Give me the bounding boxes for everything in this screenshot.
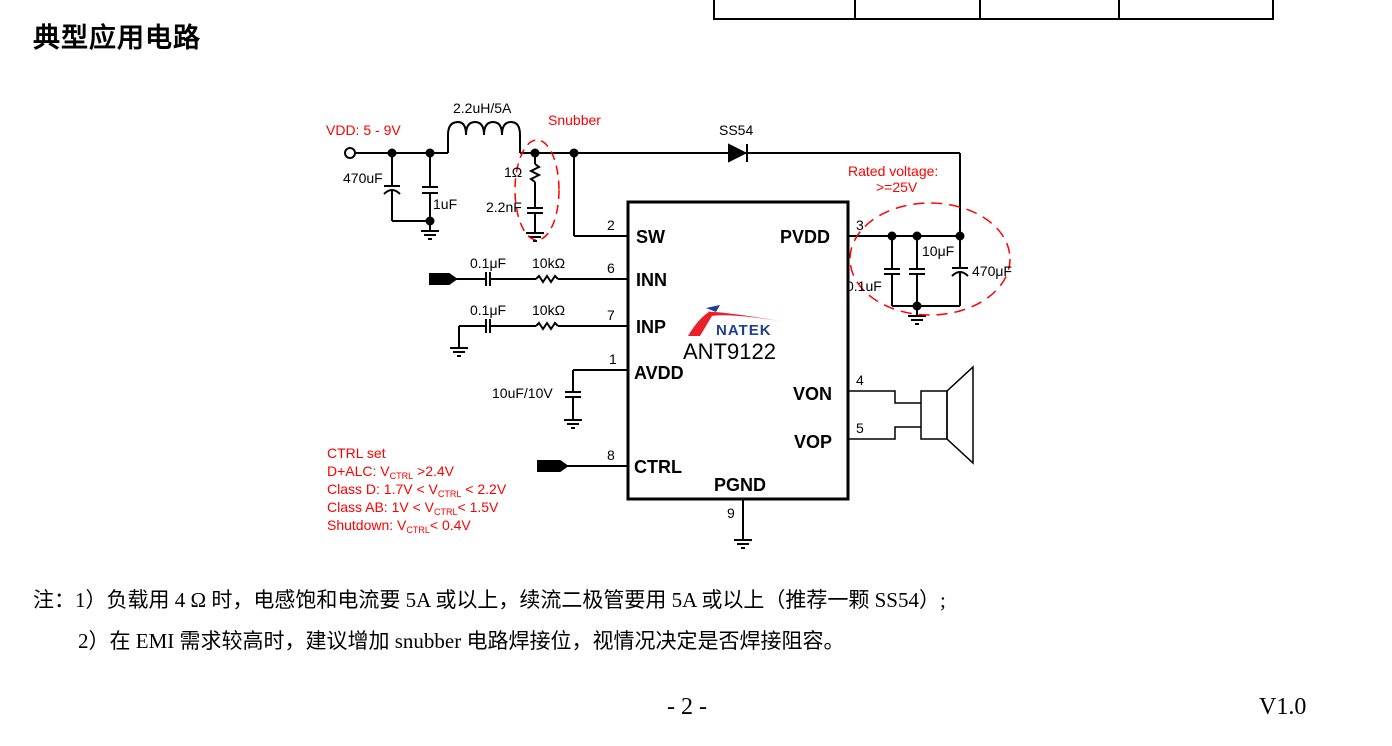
ctrl-setting-row: Class AB: 1V < VCTRL< 1.5V bbox=[327, 499, 499, 517]
input-cap-electrolytic-label: 470uF bbox=[343, 170, 383, 186]
ctrl-row-suffix: >2.4V bbox=[413, 463, 455, 479]
ground-icon bbox=[564, 419, 582, 429]
inp-res-label: 10kΩ bbox=[532, 302, 565, 318]
snubber-highlight bbox=[514, 139, 560, 241]
note-1: 注：1）负载用 4 Ω 时，电感饱和电流要 5A 或以上，续流二极管要用 5A … bbox=[33, 588, 946, 612]
ctrl-setting-row: D+ALC: VCTRL >2.4V bbox=[327, 463, 455, 481]
pin-name-vop: VOP bbox=[794, 432, 832, 452]
ctrl-row-suffix: < 2.2V bbox=[461, 481, 506, 497]
pin-name-avdd: AVDD bbox=[634, 363, 684, 383]
ctrl-row-subscript: CTRL bbox=[434, 507, 458, 517]
schottky-diode bbox=[728, 143, 748, 163]
application-circuit-schematic: VDD: 5 - 9V 470uF 1uF 2.2uH/5A Snubber 1… bbox=[326, 100, 1012, 549]
pin-number-inp: 7 bbox=[607, 307, 615, 323]
inp-resistor bbox=[535, 321, 559, 331]
table-cell bbox=[715, 0, 856, 18]
pin-number-von: 4 bbox=[856, 372, 864, 388]
avdd-cap-label: 10uF/10V bbox=[492, 385, 553, 401]
ground-icon bbox=[908, 315, 926, 325]
pvdd-cap1-label: 0.1uF bbox=[846, 278, 882, 294]
section-title: 典型应用电路 bbox=[33, 23, 201, 54]
inp-cap-label: 0.1μF bbox=[470, 302, 506, 318]
ctrl-row-prefix: Shutdown: V bbox=[327, 517, 407, 533]
junction-dot bbox=[425, 216, 435, 226]
vdd-input-terminal bbox=[344, 147, 356, 159]
ctrl-setting-row: Class D: 1.7V < VCTRL < 2.2V bbox=[327, 481, 507, 499]
inn-cap-label: 0.1μF bbox=[470, 255, 506, 271]
ctrl-setting-row: Shutdown: VCTRL< 0.4V bbox=[327, 517, 471, 535]
input-electrolytic-capacitor bbox=[383, 153, 430, 222]
ctrl-row-prefix: Class D: 1.7V < V bbox=[327, 481, 439, 497]
logo-brand-text: NATEK bbox=[716, 322, 772, 339]
pvdd-cap3-label: 470μF bbox=[972, 263, 1012, 279]
pin-name-inn: INN bbox=[636, 270, 667, 290]
supply-label: VDD: 5 - 9V bbox=[326, 122, 401, 138]
pin-name-sw: SW bbox=[636, 227, 665, 247]
snubber-capacitor bbox=[527, 207, 543, 233]
note-2: 2）在 EMI 需求较高时，建议增加 snubber 电路焊接位，视情况决定是否… bbox=[78, 629, 845, 653]
ground-icon bbox=[421, 230, 439, 240]
ctrl-row-subscript: CTRL bbox=[438, 489, 462, 499]
page-number: - 2 - bbox=[667, 694, 707, 720]
ctrl-row-suffix: < 0.4V bbox=[430, 517, 472, 533]
pin-name-pvdd: PVDD bbox=[780, 227, 830, 247]
anatek-logo bbox=[688, 305, 786, 336]
snubber-resistor bbox=[528, 153, 542, 208]
inn-res-label: 10kΩ bbox=[532, 255, 565, 271]
avdd-capacitor bbox=[565, 370, 581, 420]
chip-part-number: ANT9122 bbox=[683, 339, 776, 364]
pvdd-capacitor-470uf bbox=[951, 236, 969, 306]
ic-body bbox=[626, 200, 850, 501]
pin-name-pgnd: PGND bbox=[714, 475, 766, 495]
inductor-label: 2.2uH/5A bbox=[453, 100, 512, 116]
ctrl-row-suffix: < 1.5V bbox=[458, 499, 500, 515]
ctrl-settings-title: CTRL set bbox=[327, 445, 386, 461]
ground-icon bbox=[526, 232, 544, 242]
ground-icon bbox=[450, 347, 468, 357]
inn-input-terminal bbox=[429, 273, 458, 285]
pin-name-inp: INP bbox=[636, 317, 666, 337]
ctrl-row-prefix: Class AB: 1V < V bbox=[327, 499, 435, 515]
pin-number-inn: 6 bbox=[607, 260, 615, 276]
pin-number-avdd: 1 bbox=[609, 351, 617, 367]
pvdd-cap2-label: 10μF bbox=[922, 243, 954, 259]
ctrl-row-subscript: CTRL bbox=[406, 525, 430, 535]
diode-label: SS54 bbox=[719, 122, 753, 138]
rated-voltage-line2: >=25V bbox=[876, 179, 918, 195]
inductor bbox=[447, 120, 521, 153]
ctrl-settings-block: CTRL set D+ALC: VCTRL >2.4V Class D: 1.7… bbox=[327, 445, 507, 535]
snubber-cap-label: 2.2nF bbox=[486, 199, 522, 215]
pin-number-pvdd: 3 bbox=[856, 217, 864, 233]
pin-name-von: VON bbox=[793, 384, 832, 404]
rated-voltage-highlight bbox=[849, 202, 1011, 316]
snubber-resistor-label: 1Ω bbox=[504, 164, 522, 180]
input-cap-ceramic-label: 1uF bbox=[433, 196, 457, 212]
pin-number-vop: 5 bbox=[856, 420, 864, 436]
pin-number-ctrl: 8 bbox=[607, 447, 615, 463]
rated-voltage-line1: Rated voltage: bbox=[848, 163, 938, 179]
table-cell bbox=[981, 0, 1121, 18]
inn-resistor bbox=[535, 274, 559, 284]
ctrl-input-terminal bbox=[537, 460, 569, 472]
document-version: V1.0 bbox=[1259, 694, 1307, 720]
ctrl-row-prefix: D+ALC: V bbox=[327, 463, 390, 479]
speaker-icon bbox=[848, 365, 974, 465]
header-table-fragment bbox=[713, 0, 1274, 20]
ground-icon bbox=[734, 539, 752, 549]
junction-dot bbox=[912, 301, 922, 311]
table-cell bbox=[856, 0, 982, 18]
snubber-label: Snubber bbox=[548, 112, 601, 128]
pvdd-capacitor-0.1uf bbox=[884, 236, 900, 306]
ctrl-row-subscript: CTRL bbox=[390, 471, 414, 481]
pin-number-sw: 2 bbox=[607, 217, 615, 233]
pin-name-ctrl: CTRL bbox=[634, 457, 682, 477]
pin-number-pgnd: 9 bbox=[727, 505, 735, 521]
